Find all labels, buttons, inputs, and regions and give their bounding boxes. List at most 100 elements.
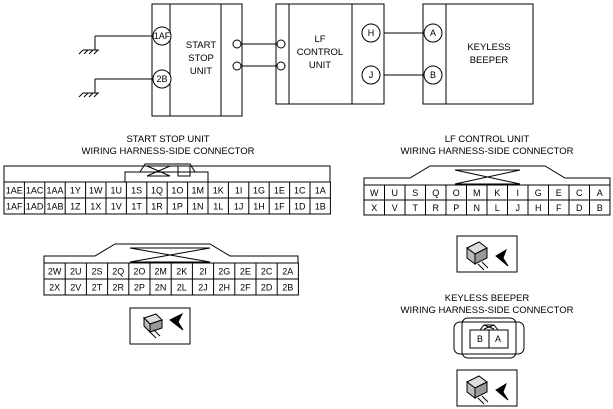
lf-pin-f: F: [556, 203, 562, 213]
pin-h-marker: [361, 23, 381, 43]
start-stop-bottom-pin-2q: 2Q: [112, 267, 124, 277]
start-stop-top-pin-1x: 1X: [90, 202, 101, 212]
start-stop-top-pin-1z: 1Z: [70, 202, 81, 212]
lf-pin-w: W: [370, 188, 379, 198]
start-stop-top-pin-1f: 1F: [274, 202, 285, 212]
start-stop-bottom-pin-2v: 2V: [70, 283, 81, 293]
start-stop-top-pin-1w: 1W: [89, 186, 103, 196]
lf-connector-title-2: WIRING HARNESS-SIDE CONNECTOR: [401, 146, 574, 157]
start-stop-bottom-pin-2u: 2U: [70, 267, 82, 277]
start-stop-top-pin-1ac: 1AC: [26, 186, 44, 196]
start-stop-name-line-2: STOP: [188, 53, 214, 64]
keyless-name-line-1: KEYLESS: [467, 42, 510, 53]
start-stop-bottom-pin-2s: 2S: [91, 267, 102, 277]
lf-control-name-line-2: CONTROL: [297, 47, 343, 58]
pin-1af-marker: [152, 26, 172, 46]
lf-pin-q: Q: [432, 188, 439, 198]
start-stop-top-pin-1d: 1D: [294, 202, 306, 212]
start-stop-bottom-hood: [43, 243, 299, 263]
pin-2b-label: 2B: [156, 74, 167, 84]
start-stop-bottom-pin-2l: 2L: [177, 283, 187, 293]
keyless-pin-b: B: [477, 334, 483, 344]
lf-pin-b: B: [597, 203, 603, 213]
lf-pin-r: R: [433, 203, 440, 213]
lf-pin-s: S: [412, 188, 418, 198]
start-stop-top-pin-1ab: 1AB: [46, 202, 63, 212]
start-stop-top-pin-1n: 1N: [192, 202, 204, 212]
keyless-beeper-box: [422, 3, 534, 105]
lf-pin-n: N: [474, 203, 481, 213]
keyless-name-line-2: BEEPER: [470, 55, 509, 66]
start-stop-top-pin-1g: 1G: [253, 186, 265, 196]
start-stop-name-line-3: UNIT: [190, 66, 212, 77]
lf-pin-h: H: [535, 203, 542, 213]
start-stop-top-lock: [124, 171, 209, 182]
lf-pin-x: X: [371, 203, 377, 213]
pin-b-label: B: [430, 70, 436, 80]
pin-j-marker: [361, 65, 381, 85]
lf-pin-d: D: [576, 203, 583, 213]
pin-1af-label: 1AF: [154, 31, 171, 41]
lf-pin-u: U: [392, 188, 399, 198]
start-stop-bottom-pin-2n: 2N: [155, 283, 167, 293]
start-stop-bottom-pin-2r: 2R: [112, 283, 124, 293]
start-stop-top-pin-1v: 1V: [111, 202, 122, 212]
start-stop-bottom-pin-2g: 2G: [218, 267, 230, 277]
start-stop-bottom-pin-2x: 2X: [49, 283, 60, 293]
lf-pin-m: M: [473, 188, 481, 198]
keyless-connector-icon: [456, 369, 518, 407]
start-stop-bottom-pin-2h: 2H: [218, 283, 230, 293]
lf-pin-t: T: [413, 203, 419, 213]
start-stop-top-pin-1s: 1S: [131, 186, 142, 196]
start-stop-top-latch: [139, 163, 196, 173]
start-stop-bottom-pin-2f: 2F: [240, 283, 251, 293]
lf-pin-k: K: [494, 188, 500, 198]
start-stop-top-pin-1k: 1K: [213, 186, 224, 196]
pin-2b-marker: [152, 69, 172, 89]
start-stop-unit-box: [151, 3, 243, 117]
pin-j-label: J: [369, 70, 374, 80]
lf-control-unit-box: [275, 3, 385, 105]
pin-h-label: H: [368, 28, 375, 38]
start-stop-top-pin-1a: 1A: [315, 186, 326, 196]
lf-connector-icon: [456, 235, 518, 273]
lf-connector-title-1: LF CONTROL UNIT: [445, 134, 530, 145]
start-stop-top-pin-1t: 1T: [131, 202, 142, 212]
pin-a-marker: [423, 23, 443, 43]
start-stop-connector-title-1: START STOP UNIT: [126, 134, 209, 145]
start-stop-bottom-pin-2j: 2J: [198, 283, 208, 293]
start-stop-bottom-pin-2c: 2C: [261, 267, 273, 277]
lf-control-name-line-3: UNIT: [309, 60, 331, 71]
start-stop-bottom-pin-2p: 2P: [134, 283, 145, 293]
lf-pin-g: G: [535, 188, 542, 198]
start-stop-top-pin-1j: 1J: [234, 202, 244, 212]
start-stop-bottom-pin-2m: 2M: [154, 267, 167, 277]
start-stop-top-pin-1q: 1Q: [151, 186, 163, 196]
start-stop-top-pin-1h: 1H: [253, 202, 265, 212]
start-stop-bottom-pin-2b: 2B: [282, 283, 293, 293]
lf-hood: [363, 165, 611, 185]
start-stop-top-pin-1p: 1P: [172, 202, 183, 212]
start-stop-bottom-pin-2a: 2A: [282, 267, 293, 277]
pin-b-marker: [423, 65, 443, 85]
lf-pin-j: J: [516, 203, 521, 213]
start-stop-top-pin-1ae: 1AE: [6, 186, 23, 196]
keyless-pin-a: A: [495, 334, 501, 344]
keyless-connector-face: [453, 317, 525, 359]
start-stop-top-pin-1r: 1R: [151, 202, 163, 212]
start-stop-bottom-pin-2d: 2D: [261, 283, 273, 293]
start-stop-top-pin-1aa: 1AA: [46, 186, 63, 196]
lf-pin-o: O: [453, 188, 460, 198]
lf-pin-l: L: [495, 203, 500, 213]
start-stop-top-pin-1e: 1E: [274, 186, 285, 196]
start-stop-top-pin-1c: 1C: [294, 186, 306, 196]
start-stop-connector-title-2: WIRING HARNESS-SIDE CONNECTOR: [82, 146, 255, 157]
start-stop-top-pin-1l: 1L: [213, 202, 223, 212]
start-stop-name-line-1: START: [186, 40, 216, 51]
keyless-connector-title-1: KEYLESS BEEPER: [445, 293, 530, 304]
lf-pin-i: I: [516, 188, 519, 198]
lf-pin-a: A: [597, 188, 603, 198]
start-stop-top-pin-1af: 1AF: [6, 202, 23, 212]
